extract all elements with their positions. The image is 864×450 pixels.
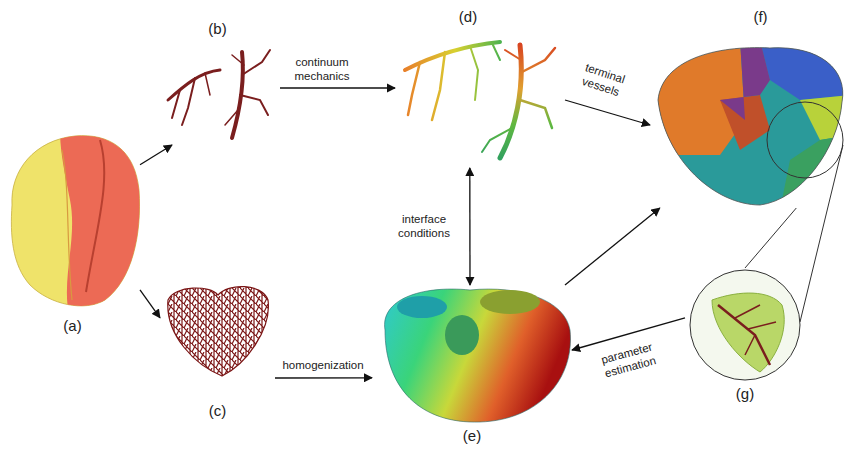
figure-panel: (d)	[395, 8, 565, 168]
panel-label: (g)	[736, 385, 754, 403]
zoom-line	[800, 145, 843, 322]
vessel	[172, 90, 180, 118]
edge-label: terminal vessels	[565, 56, 640, 104]
vessel	[470, 46, 478, 100]
vessel-mesh	[168, 287, 269, 376]
heart-surface	[385, 289, 571, 422]
vessel	[240, 95, 268, 115]
arrow-connector	[565, 208, 660, 285]
arrow-connector	[275, 377, 372, 379]
segmented-heart	[650, 40, 850, 210]
zoom-circle	[690, 270, 800, 380]
panel-label: (f)	[753, 8, 767, 26]
valve-hole	[397, 296, 447, 318]
vessel	[225, 110, 238, 125]
coronary-tree	[168, 50, 270, 138]
vessel	[492, 43, 500, 60]
edge-label: interface conditions	[387, 212, 462, 240]
vessel	[482, 128, 512, 152]
panel-label: (c)	[209, 402, 227, 420]
heart-red	[60, 130, 150, 320]
zoom-circle	[767, 102, 843, 178]
heart-photo	[11, 130, 150, 320]
vessel	[505, 50, 521, 60]
figure-panel: (e)	[372, 285, 572, 445]
perfusion-heart	[385, 289, 571, 422]
segment	[780, 135, 850, 210]
figure-panel: (b)	[155, 20, 280, 145]
vessel	[242, 50, 270, 75]
figure-panel: (g)	[685, 268, 805, 403]
vessel	[205, 73, 210, 95]
panel-label: (e)	[463, 427, 481, 445]
vessel	[500, 45, 521, 158]
zoom-detail	[690, 270, 800, 380]
valve-hole	[480, 290, 540, 314]
panel-label: (d)	[459, 8, 477, 26]
segment	[720, 40, 770, 120]
segment	[760, 40, 850, 100]
vessel	[522, 48, 555, 72]
vessel	[432, 52, 445, 120]
edge-label: continuum mechanics	[277, 55, 367, 83]
coloured-tree	[405, 42, 555, 158]
heart-vessel	[86, 140, 104, 292]
arrow-connector	[140, 145, 172, 165]
vessel	[520, 100, 552, 128]
panel-label: (a)	[63, 317, 81, 335]
heart-vessel	[62, 150, 72, 300]
arrow-connector	[469, 168, 471, 285]
arrow-connector	[565, 100, 650, 125]
arrow-connector	[140, 290, 160, 318]
panel-label: (b)	[208, 20, 226, 38]
vessel	[232, 55, 244, 65]
figure-panel: (a)	[5, 130, 140, 335]
arrow-connector	[280, 87, 395, 88]
vessel	[735, 305, 776, 355]
vessel	[408, 62, 420, 115]
segment-leaf	[712, 293, 784, 372]
valve-hole	[445, 315, 479, 355]
vessel	[182, 78, 195, 125]
heart-outline	[658, 48, 843, 205]
figure-panel: (c)	[160, 280, 275, 420]
figure-panel: (f)	[650, 8, 845, 208]
zoom-line	[745, 208, 796, 268]
edge-label: homogenization	[276, 358, 371, 372]
